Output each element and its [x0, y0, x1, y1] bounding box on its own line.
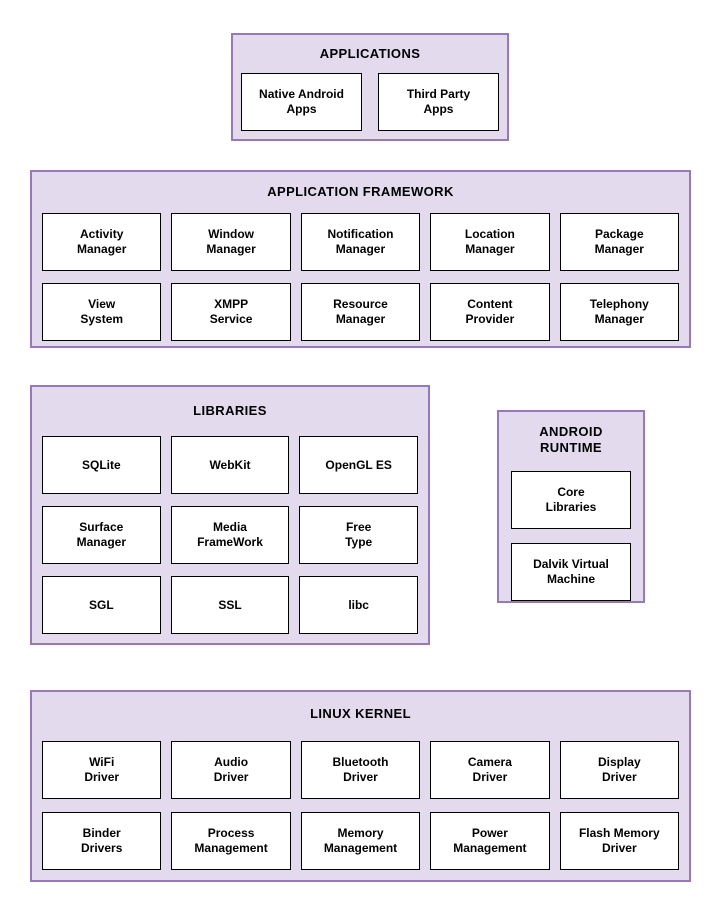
node-bluetooth-driver: Bluetooth Driver [300, 741, 421, 799]
node-view-system: View System [42, 283, 162, 341]
node-content-provider: Content Provider [430, 283, 550, 341]
node-free-type: Free Type [299, 506, 418, 564]
node-sqlite: SQLite [42, 436, 161, 494]
node-opengl-es: OpenGL ES [299, 436, 418, 494]
node-webkit: WebKit [170, 436, 290, 494]
node-flash-memory-driver: Flash Memory Driver [559, 812, 679, 870]
section-linux-kernel: LINUX KERNEL WiFi Driver Audio Driver Bl… [30, 690, 691, 882]
node-resource-manager: Resource Manager [300, 283, 421, 341]
section-libraries: LIBRARIES SQLite WebKit OpenGL ES Surfac… [30, 385, 430, 645]
node-sgl: SGL [42, 576, 161, 634]
node-ssl: SSL [170, 576, 290, 634]
node-window-manager: Window Manager [171, 213, 291, 271]
node-media-framework: Media FrameWork [170, 506, 290, 564]
node-binder-drivers: Binder Drivers [42, 812, 162, 870]
section-applications-title: APPLICATIONS [319, 46, 421, 61]
section-libraries-title: LIBRARIES [193, 403, 267, 418]
runtime-column: Core Libraries Dalvik Virtual Machine [499, 471, 643, 601]
node-telephony-manager: Telephony Manager [559, 283, 679, 341]
node-native-android-apps: Native Android Apps [241, 73, 362, 131]
node-location-manager: Location Manager [430, 213, 550, 271]
section-android-runtime-title: ANDROID RUNTIME [539, 424, 603, 455]
section-android-runtime: ANDROID RUNTIME Core Libraries Dalvik Vi… [497, 410, 645, 603]
node-third-party-apps: Third Party Apps [378, 73, 499, 131]
node-process-management: Process Management [171, 812, 291, 870]
node-memory-management: Memory Management [300, 812, 421, 870]
node-core-libraries: Core Libraries [511, 471, 631, 529]
applications-row: Native Android Apps Third Party Apps [233, 73, 507, 131]
libraries-grid: SQLite WebKit OpenGL ES Surface Manager … [42, 436, 418, 634]
node-display-driver: Display Driver [559, 741, 679, 799]
node-camera-driver: Camera Driver [430, 741, 550, 799]
node-audio-driver: Audio Driver [171, 741, 291, 799]
node-activity-manager: Activity Manager [42, 213, 162, 271]
node-xmpp-service: XMPP Service [171, 283, 291, 341]
framework-grid: Activity Manager Window Manager Notifica… [42, 213, 679, 341]
node-libc: libc [299, 576, 418, 634]
node-surface-manager: Surface Manager [42, 506, 161, 564]
node-wifi-driver: WiFi Driver [42, 741, 162, 799]
node-notification-manager: Notification Manager [300, 213, 421, 271]
section-application-framework-title: APPLICATION FRAMEWORK [267, 184, 454, 199]
section-applications: APPLICATIONS Native Android Apps Third P… [231, 33, 509, 141]
node-power-management: Power Management [430, 812, 550, 870]
kernel-grid: WiFi Driver Audio Driver Bluetooth Drive… [42, 741, 679, 870]
node-dalvik-virtual-machine: Dalvik Virtual Machine [511, 543, 631, 601]
section-application-framework: APPLICATION FRAMEWORK Activity Manager W… [30, 170, 691, 348]
node-package-manager: Package Manager [559, 213, 679, 271]
section-linux-kernel-title: LINUX KERNEL [310, 706, 411, 721]
